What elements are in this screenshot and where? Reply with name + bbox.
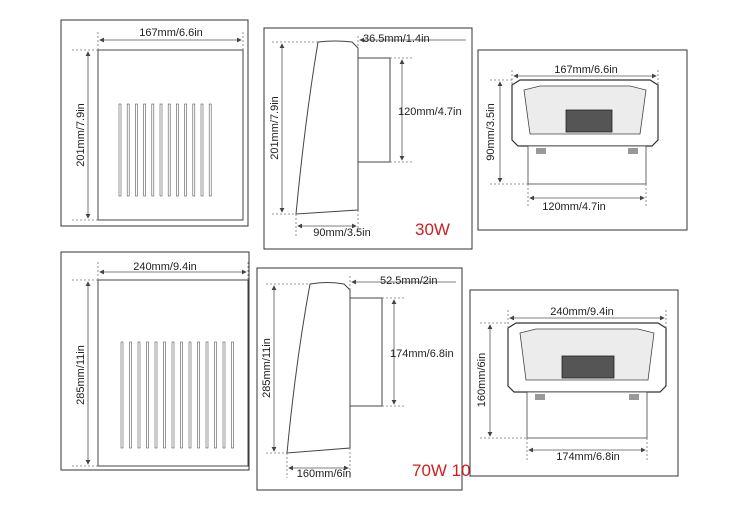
side-view-30w: 36.5mm/1.4in 120mm/4.7in 201mm/7.9in 90m… xyxy=(263,27,473,250)
bracket-left xyxy=(536,148,546,154)
vent-slot xyxy=(184,103,187,197)
bracket-right xyxy=(629,394,639,400)
side-depth-label: 160mm/6in xyxy=(297,468,351,480)
vent-slot xyxy=(192,103,196,197)
bottom-height-label: 160mm/6in xyxy=(476,353,488,407)
side-view-70w-100w: 52.5mm/2in 174mm/6.8in 285mm/11in 160mm/… xyxy=(256,267,496,491)
side-depth-label: 90mm/3.5in xyxy=(313,227,370,239)
lens-frame xyxy=(519,328,655,381)
vent-slot xyxy=(180,341,183,449)
front-width-label: 240mm/9.4in xyxy=(133,261,197,273)
mount-plate xyxy=(357,57,391,163)
bracket-right xyxy=(628,148,638,154)
mount-plate xyxy=(349,297,383,407)
vent-slot xyxy=(159,103,163,197)
front-view-30w: 167mm/6.6in 201mm/7.9in xyxy=(60,19,249,227)
side-mount-label: 174mm/6.8in xyxy=(390,348,454,360)
vent-slot xyxy=(171,341,175,449)
front-width-label: 167mm/6.6in xyxy=(139,27,203,39)
mount-box xyxy=(527,145,647,185)
side-depth-top-label: 52.5mm/2in xyxy=(380,275,437,287)
fixture-front-face xyxy=(97,49,244,221)
vent-slot xyxy=(163,341,166,449)
front-height-label: 201mm/7.9in xyxy=(75,103,87,167)
bottom-width-label: 167mm/6.6in xyxy=(554,64,618,76)
vent-slot xyxy=(167,103,171,197)
vent-slot xyxy=(129,341,132,449)
vent-slot xyxy=(200,103,204,197)
bracket-left xyxy=(535,394,545,400)
vent-slot xyxy=(205,341,209,449)
bottom-mount-label: 174mm/6.8in xyxy=(556,451,620,463)
vent-slot xyxy=(151,103,155,197)
vent-slot xyxy=(143,103,146,197)
vent-slot xyxy=(154,341,158,449)
bottom-view-70w-100w: 240mm/9.4in 160mm/6in 174mm/6.8in xyxy=(469,289,679,477)
vent-slot xyxy=(146,341,149,449)
fixture-side-profile xyxy=(286,282,351,454)
vent-slot xyxy=(208,103,212,197)
front-height-label: 285mm/11in xyxy=(75,345,87,405)
vent-slots xyxy=(118,103,212,197)
vent-slot xyxy=(176,103,179,197)
bottom-view-30w: 167mm/6.6in 90mm/3.5in 120mm/4.7in xyxy=(477,49,688,231)
side-depth-top-label: 36.5mm/1.4in xyxy=(363,33,430,45)
bottom-mount-label: 120mm/4.7in xyxy=(542,201,606,213)
vent-slot xyxy=(222,341,226,449)
vent-slot xyxy=(137,341,141,449)
vent-slot xyxy=(118,103,122,197)
vent-slot xyxy=(126,103,130,197)
vent-slot xyxy=(135,103,138,197)
fixture-side-profile xyxy=(295,40,359,215)
vent-slot xyxy=(231,341,234,449)
side-mount-label: 120mm/4.7in xyxy=(398,106,462,118)
front-view-70w-100w: 240mm/9.4in 285mm/11in xyxy=(60,251,250,471)
vent-slot xyxy=(197,341,200,449)
wattage-label-30w: 30W xyxy=(415,220,450,239)
vent-slots xyxy=(120,341,234,449)
led-array xyxy=(561,355,615,379)
bottom-height-label: 90mm/3.5in xyxy=(485,103,497,160)
vent-slot xyxy=(214,341,217,449)
led-array xyxy=(565,109,613,133)
vent-slot xyxy=(188,341,192,449)
vent-slot xyxy=(120,341,124,449)
side-height-label: 285mm/11in xyxy=(261,338,273,398)
mount-box xyxy=(526,391,648,439)
side-height-label: 201mm/7.9in xyxy=(269,96,281,160)
bottom-width-label: 240mm/9.4in xyxy=(550,306,614,318)
